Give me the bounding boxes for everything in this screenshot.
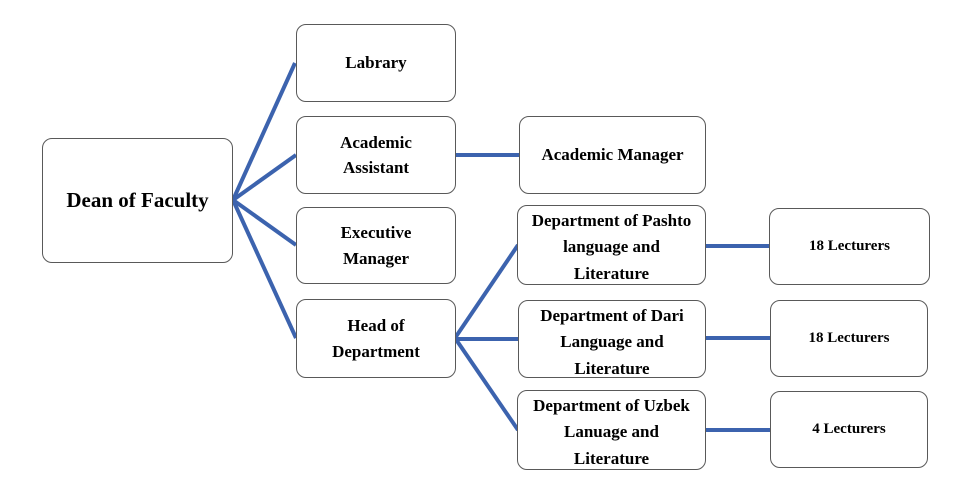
node-dept-uzbek: Department of Uzbek Lanuage and Literatu… (517, 390, 706, 470)
node-label-line2: Department (332, 341, 420, 361)
node-label-line2: Assistant (342, 158, 410, 177)
connector-hod-dept-uzbek (453, 336, 520, 432)
node-label-line2: Manager (342, 248, 410, 268)
node-label-line2: language and (563, 237, 660, 257)
node-label-line1: Academic (340, 132, 412, 152)
node-lecturers-dari: 18 Lecturers (770, 300, 928, 377)
node-dept-pashto: Department of Pashto language and Litera… (517, 205, 706, 285)
node-label: 18 Lecturers (808, 330, 890, 347)
node-label-line3: Literature (574, 358, 650, 378)
node-label: 18 Lecturers (809, 238, 890, 255)
connector-hod-dept-pashto (453, 243, 520, 340)
node-lecturers-pashto: 18 Lecturers (769, 208, 930, 285)
node-label-line2: Lanuage and (564, 422, 659, 442)
connector-dean-labrary (231, 62, 297, 201)
node-labrary: Labrary (296, 24, 456, 102)
node-label-line1: Department of Dari (540, 306, 684, 325)
node-dean-of-faculty: Dean of Faculty (42, 138, 233, 263)
node-head-of-department: Head of Department (296, 299, 456, 378)
connector-dean-executive-manager (231, 198, 298, 247)
connector-dean-head-of-department (231, 199, 298, 339)
node-label: Labrary (345, 53, 407, 73)
node-label-line2: Language and (560, 332, 664, 352)
node-academic-assistant: Academic Assistant (296, 116, 456, 194)
node-executive-manager: Executive Manager (296, 207, 456, 284)
node-label: 4 Lecturers (812, 421, 886, 438)
node-academic-manager: Academic Manager (519, 116, 706, 194)
node-label-line1: Head of (347, 316, 405, 335)
connector-dean-academic-assistant (231, 153, 298, 202)
node-label-line3: Literature (573, 448, 650, 468)
node-label: Dean of Faculty (66, 187, 209, 212)
node-label: Academic Manager (541, 144, 684, 164)
node-dept-dari: Department of Dari Language and Literatu… (518, 300, 706, 378)
node-lecturers-uzbek: 4 Lecturers (770, 391, 928, 468)
node-label-line3: Literature (573, 263, 650, 283)
node-label-line1: Executive (340, 223, 412, 242)
node-label-line1: Department of Pashto (531, 211, 692, 230)
node-label-line1: Department of Uzbek (533, 396, 690, 415)
